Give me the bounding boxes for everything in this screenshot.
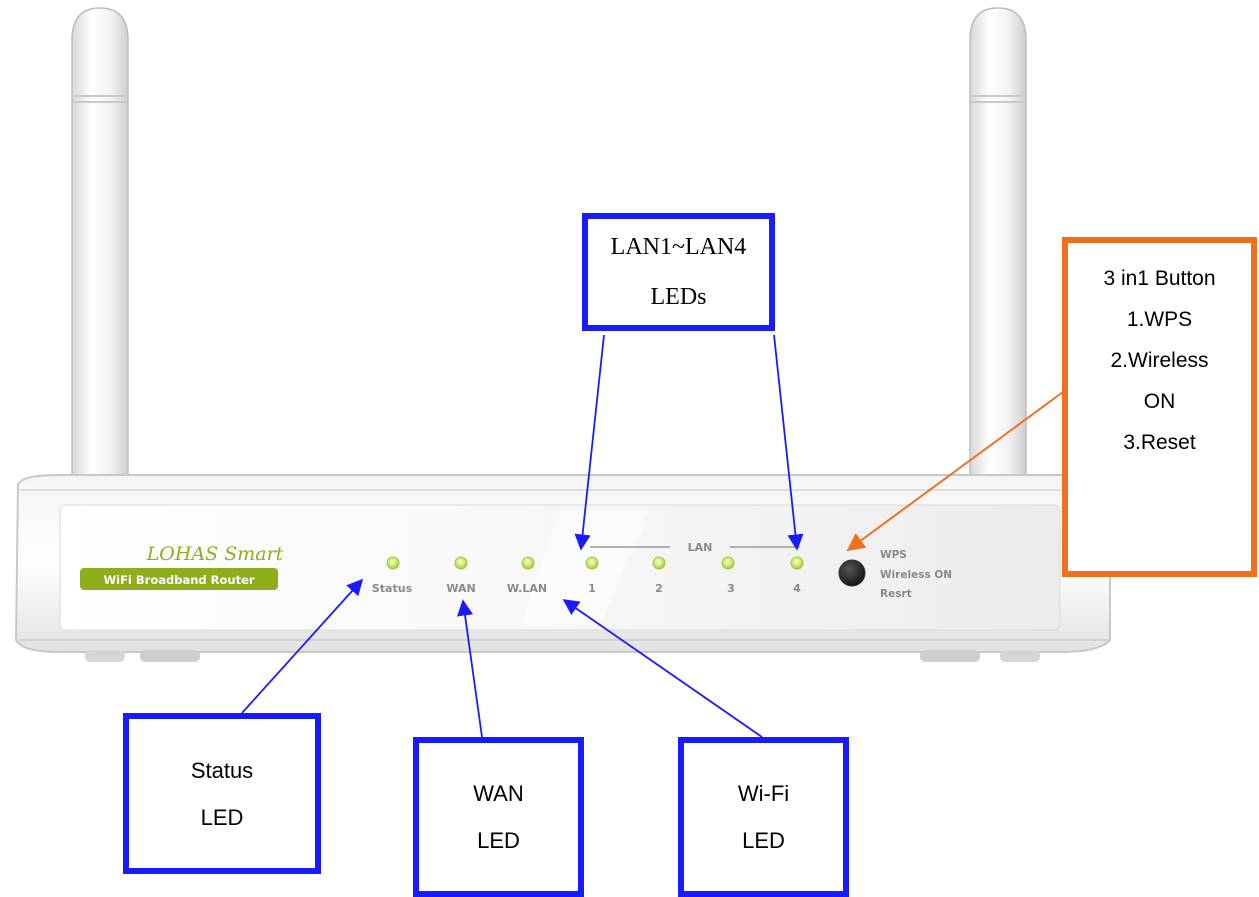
led-wan-label: WAN [446, 582, 475, 595]
reset-label: Resrt [880, 588, 912, 600]
wireless-on-label: Wireless ON [880, 569, 952, 581]
lan-group-label: LAN [688, 541, 713, 554]
led-status-label: Status [372, 582, 413, 595]
callout-3in1-line2: 1.WPS [1127, 299, 1192, 340]
led-wlan-label: W.LAN [507, 582, 547, 595]
right-antenna [970, 8, 1026, 480]
callout-status-line2: LED [201, 794, 244, 841]
callout-3in1-line5: 3.Reset [1123, 422, 1195, 463]
product-badge-label: WiFi Broadband Router [103, 573, 254, 587]
callout-wan-line2: LED [477, 817, 520, 864]
callout-lan-line1: LAN1~LAN4 [611, 222, 747, 272]
led-lan1-label: 1 [588, 582, 596, 595]
callout-3in1-button: 3 in1 Button 1.WPS 2.Wireless ON 3.Reset [1062, 237, 1257, 577]
wps-label: WPS [880, 549, 907, 561]
callout-wifi-line2: LED [742, 817, 785, 864]
brand-script: LOHAS Smart [146, 543, 284, 565]
callout-lan-line2: LEDs [651, 272, 707, 322]
callout-wifi-line1: Wi-Fi [738, 770, 789, 817]
left-antenna [72, 8, 128, 480]
callout-3in1-line3: 2.Wireless [1110, 340, 1208, 381]
callout-status-line1: Status [191, 747, 253, 794]
led-lan3-label: 3 [727, 582, 735, 595]
callout-status-led: Status LED [123, 713, 321, 874]
callout-wan-line1: WAN [473, 770, 524, 817]
led-lan2-label: 2 [655, 582, 663, 595]
callout-lan-leds: LAN1~LAN4 LEDs [582, 213, 775, 331]
wps-button [839, 560, 865, 586]
callout-wifi-led: Wi-Fi LED [678, 737, 849, 897]
led-lan4-label: 4 [793, 582, 801, 595]
callout-wan-led: WAN LED [413, 737, 584, 897]
callout-3in1-line1: 3 in1 Button [1103, 258, 1215, 299]
product-badge: WiFi Broadband Router [80, 568, 278, 590]
callout-3in1-line4: ON [1144, 381, 1176, 422]
